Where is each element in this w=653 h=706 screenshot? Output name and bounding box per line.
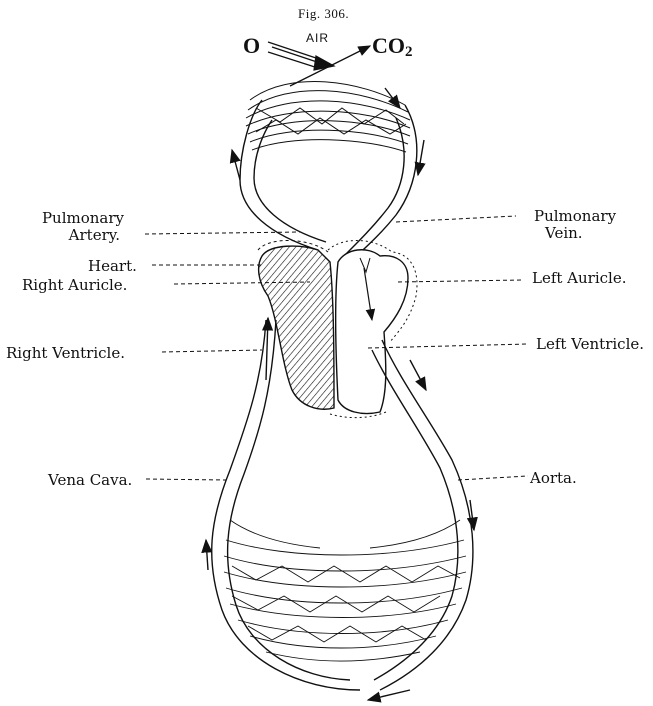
carbon-dioxide-label: CO2 <box>372 38 413 60</box>
leader-vena-cava <box>146 479 226 480</box>
oxygen-label: O <box>243 38 260 54</box>
label-aorta: Aorta. <box>530 470 577 486</box>
label-heart: Heart. <box>88 258 137 274</box>
label-pulmonary-vein-line1: Pulmonary <box>534 208 616 224</box>
air-out-arrow <box>290 46 370 86</box>
label-pulmonary-artery-line2: Artery. <box>14 227 120 243</box>
label-right-ventricle: Right Ventricle. <box>6 345 125 361</box>
label-pulmonary-artery-line1: Pulmonary <box>14 210 124 226</box>
leader-left-ventricle <box>368 344 528 348</box>
pulmonary-capillaries <box>246 81 410 152</box>
leader-right-ventricle <box>162 350 262 352</box>
label-pulmonary-vein-line2: Vein. <box>545 225 583 241</box>
heart-left-side <box>328 240 417 417</box>
leader-pulmonary-vein <box>396 216 516 222</box>
systemic-capillaries <box>224 520 466 661</box>
figure-title: Fig. 306. <box>298 6 349 22</box>
air-in-arrow <box>268 42 334 70</box>
label-left-ventricle: Left Ventricle. <box>536 336 644 352</box>
air-label: AIR <box>306 30 329 46</box>
label-right-auricle: Right Auricle. <box>22 277 127 293</box>
leader-aorta <box>458 476 528 480</box>
label-vena-cava: Vena Cava. <box>48 472 132 488</box>
label-left-auricle: Left Auricle. <box>532 270 627 286</box>
